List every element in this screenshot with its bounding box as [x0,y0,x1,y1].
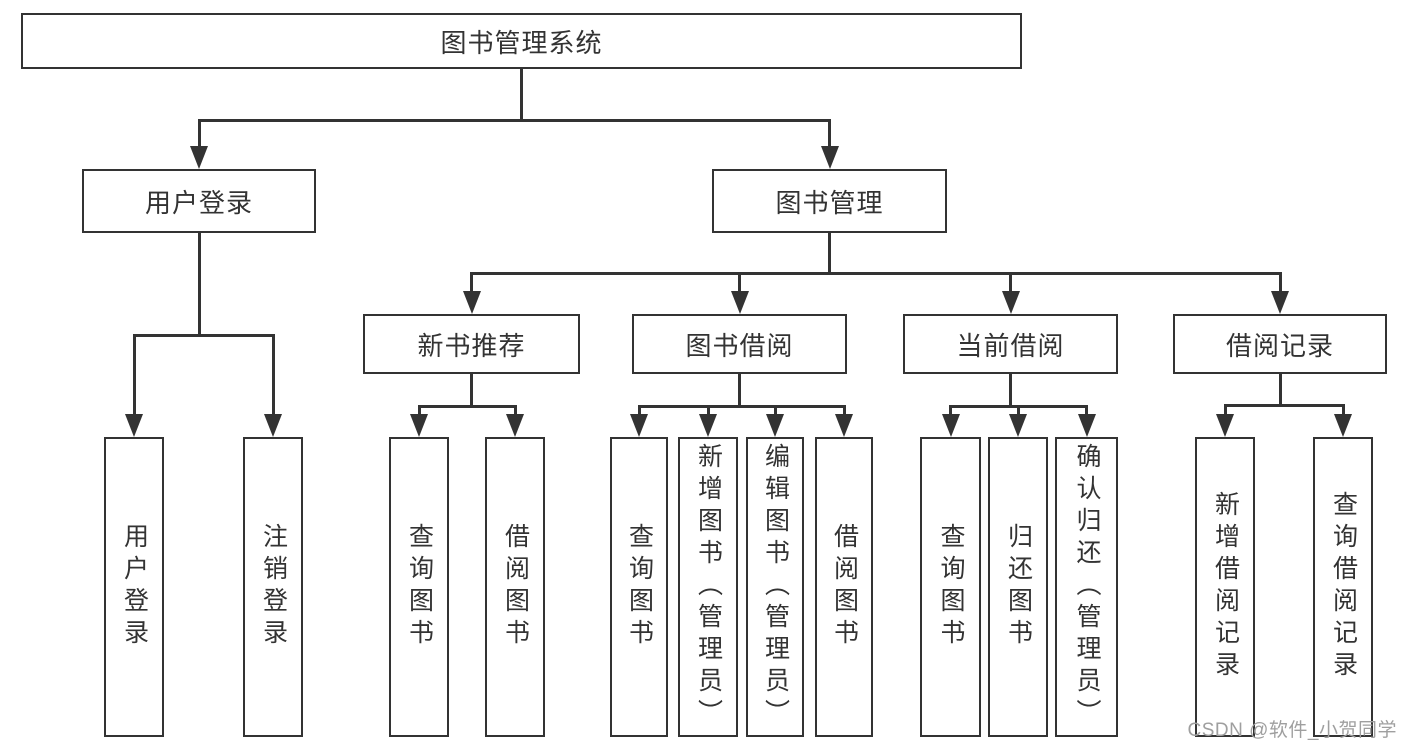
connector-arrow-shaft-v-borrow-book-2 [842,404,846,416]
connector-arrow-shaft-v-add-record [1223,403,1227,416]
connector-arrow-shaft-v-return-book [1016,404,1020,416]
connector-arrow-shaft-v-query-record [1341,403,1345,416]
connector-drop-book-borrow [738,373,741,408]
node-label-v-confirm-return: 确认归还（管理员） [1073,443,1101,731]
connector-arrow-shaft-current-borrow [1009,271,1012,293]
arrowhead-down-icon-v-confirm-return [1077,414,1096,437]
node-label-v-query-record: 查询借阅记录 [1329,491,1358,683]
node-label-v-query-book-2: 查询图书 [625,523,654,651]
arrowhead-down-icon-current-borrow [1001,291,1020,314]
node-label-v-add-record: 新增借阅记录 [1211,491,1240,683]
arrowhead-down-icon-v-add-record [1216,414,1234,437]
connector-branch-borrow-record [1223,403,1345,407]
connector-arrow-shaft-book-borrow [738,271,741,293]
connector-arrow-shaft-user-login [197,118,201,148]
connector-drop-current-borrow [1009,373,1012,408]
node-label-v-borrow-book-2: 借阅图书 [830,523,859,651]
connector-drop-new-book-rec [470,373,473,408]
connector-arrow-shaft-v-add-book [706,404,710,416]
node-label-borrow-record: 借阅记录 [1225,330,1334,361]
node-v-query-book-1: 查询图书 [389,437,449,737]
arrowhead-down-icon-v-query-record [1334,414,1352,437]
node-current-borrow: 当前借阅 [903,314,1118,374]
arrowhead-down-icon-user-login [190,146,208,169]
connector-branch-new-book-rec [417,404,517,408]
arrowhead-down-icon-borrow-record [1271,291,1289,314]
node-v-borrow-book-1: 借阅图书 [485,437,545,737]
node-label-v-add-book: 新增图书（管理员） [694,443,723,731]
connector-arrow-shaft-v-user-login [132,333,136,416]
node-v-confirm-return: 确认归还（管理员） [1055,437,1118,737]
connector-drop-borrow-record [1278,373,1282,407]
arrowhead-down-icon-v-edit-book [766,414,784,437]
watermark: CSDN @软件_小贺同学 [1187,720,1397,741]
node-label-v-logout: 注销登录 [259,523,288,651]
node-root: 图书管理系统 [21,13,1022,69]
arrowhead-down-icon-v-borrow-book-1 [506,414,524,437]
connector-arrow-shaft-v-query-book-1 [417,404,421,416]
node-label-user-login: 用户登录 [144,187,253,218]
arrowhead-down-icon-v-return-book [1009,414,1027,437]
connector-branch-book-mgmt [470,271,1282,275]
node-user-login: 用户登录 [82,169,316,233]
node-v-query-record: 查询借阅记录 [1313,437,1373,737]
node-label-root: 图书管理系统 [440,27,603,58]
connector-arrow-shaft-v-confirm-return [1085,404,1088,416]
node-v-logout: 注销登录 [243,437,303,737]
connector-arrow-shaft-v-edit-book [773,404,777,416]
node-label-v-edit-book: 编辑图书（管理员） [761,443,790,731]
node-v-return-book: 归还图书 [988,437,1048,737]
arrowhead-down-icon-new-book-rec [462,291,481,314]
node-label-book-mgmt: 图书管理 [775,187,884,218]
arrowhead-down-icon-v-logout [264,414,282,437]
node-new-book-rec: 新书推荐 [363,314,580,374]
arrowhead-down-icon-v-user-login [125,414,143,437]
arrowhead-down-icon-v-add-book [699,414,717,437]
arrowhead-down-icon-book-borrow [730,291,749,314]
node-v-add-book: 新增图书（管理员） [678,437,738,737]
node-v-query-book-3: 查询图书 [920,437,981,737]
node-label-v-borrow-book-1: 借阅图书 [501,523,530,651]
arrowhead-down-icon-book-mgmt [820,146,839,169]
node-label-v-return-book: 归还图书 [1004,523,1033,651]
node-label-book-borrow: 图书借阅 [685,330,794,361]
arrowhead-down-icon-v-query-book-3 [941,414,960,437]
connector-drop-book-mgmt [828,232,831,275]
node-v-edit-book: 编辑图书（管理员） [746,437,804,737]
connector-drop-user-login [197,232,201,337]
connector-branch-user-login [132,333,275,337]
arrowhead-down-icon-v-borrow-book-2 [835,414,853,437]
connector-arrow-shaft-book-mgmt [828,118,831,148]
connector-branch-root [197,118,831,122]
node-label-current-borrow: 当前借阅 [956,330,1065,361]
node-book-mgmt: 图书管理 [712,169,947,233]
connector-arrow-shaft-v-query-book-3 [949,404,952,416]
connector-arrow-shaft-v-borrow-book-1 [513,404,517,416]
node-v-borrow-book-2: 借阅图书 [815,437,873,737]
node-label-v-query-book-1: 查询图书 [405,523,434,651]
node-label-new-book-rec: 新书推荐 [417,330,526,361]
node-v-query-book-2: 查询图书 [610,437,668,737]
node-book-borrow: 图书借阅 [632,314,847,374]
node-label-v-user-login: 用户登录 [120,523,149,651]
node-label-v-query-book-3: 查询图书 [937,523,965,651]
arrowhead-down-icon-v-query-book-1 [410,414,428,437]
connector-arrow-shaft-borrow-record [1278,271,1282,293]
node-v-user-login: 用户登录 [104,437,164,737]
connector-drop-root [520,68,523,122]
connector-branch-book-borrow [637,404,846,408]
connector-arrow-shaft-new-book-rec [470,271,473,293]
node-v-add-record: 新增借阅记录 [1195,437,1255,737]
node-borrow-record: 借阅记录 [1173,314,1387,374]
arrowhead-down-icon-v-query-book-2 [630,414,648,437]
connector-arrow-shaft-v-query-book-2 [637,404,641,416]
connector-arrow-shaft-v-logout [271,333,275,416]
